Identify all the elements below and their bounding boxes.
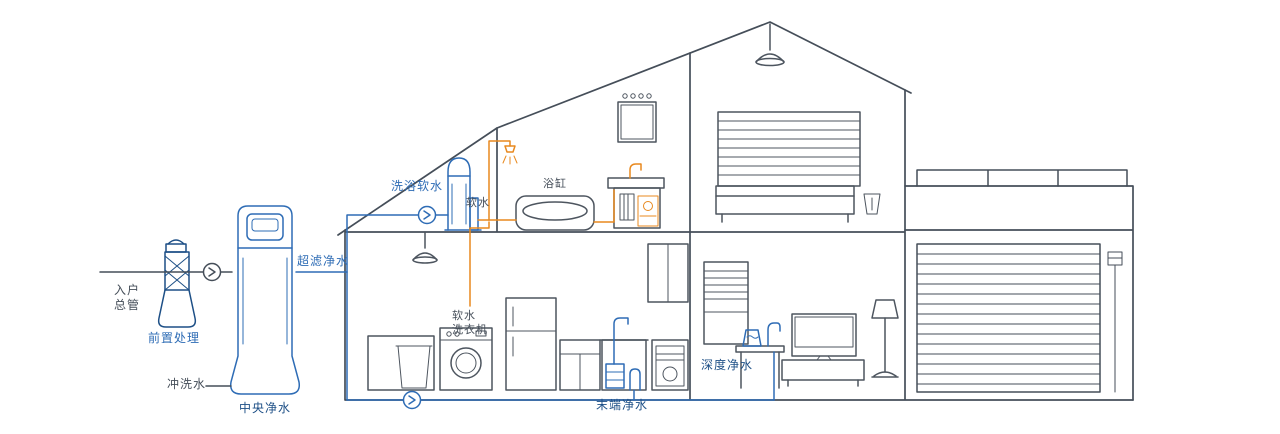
fridge [505,297,557,391]
vanity-faucet [629,163,642,179]
laundry-basket [395,345,433,389]
label-deep-purifier: 深度净水 [701,358,754,372]
bathtub [515,195,595,231]
garage [904,169,1134,401]
label-inlet-main: 入户 总管 [114,283,141,312]
wall-cabinet [647,243,689,303]
label-ultrafiltration: 超滤净水 [297,254,350,268]
label-pre-treatment: 前置处理 [148,331,201,345]
floor-lamp [871,299,899,378]
window-blinds [717,111,861,187]
terminal-purifier-device [605,363,641,391]
label-flush-water: 冲洗水 [167,377,207,391]
kitchen-cabinet [559,339,601,391]
vanity-cabinet [607,177,665,229]
washing-machine [439,327,493,391]
label-central-purifier: 中央净水 [239,401,292,415]
flow-arrow-icon [202,262,222,282]
bath-softener-device [444,157,482,231]
ceiling-lamp-kitchen [412,231,438,264]
label-terminal-purifier: 末端净水 [596,398,649,412]
sink-unit [599,339,649,391]
oven [651,339,689,391]
deep-purifier-faucet [767,322,781,347]
flow-arrow-icon [417,205,437,225]
tv-stand [781,359,865,387]
vanity-mirror [617,93,657,143]
vanity-water-heater [637,195,659,227]
downspout [1107,251,1123,393]
pre-filter-device [157,239,197,328]
vent-cabinet [703,261,749,345]
garage-door [916,243,1101,393]
label-bath-softener: 洗浴软水 [391,179,444,193]
water-kettle [742,329,762,347]
laundry-cabinet [367,335,435,391]
soft-water-pipes [469,140,615,307]
waste-bin [863,193,881,215]
flow-arrow-icon [402,390,422,410]
bed [715,185,855,223]
label-soft-water-washer: 软水 洗衣机 [452,309,488,336]
label-soft-water: 软水 [466,196,490,209]
ceiling-lamp-bedroom [755,23,785,67]
central-purifier-device [229,205,301,395]
tv [791,313,857,361]
label-bathtub: 浴缸 [543,177,567,190]
